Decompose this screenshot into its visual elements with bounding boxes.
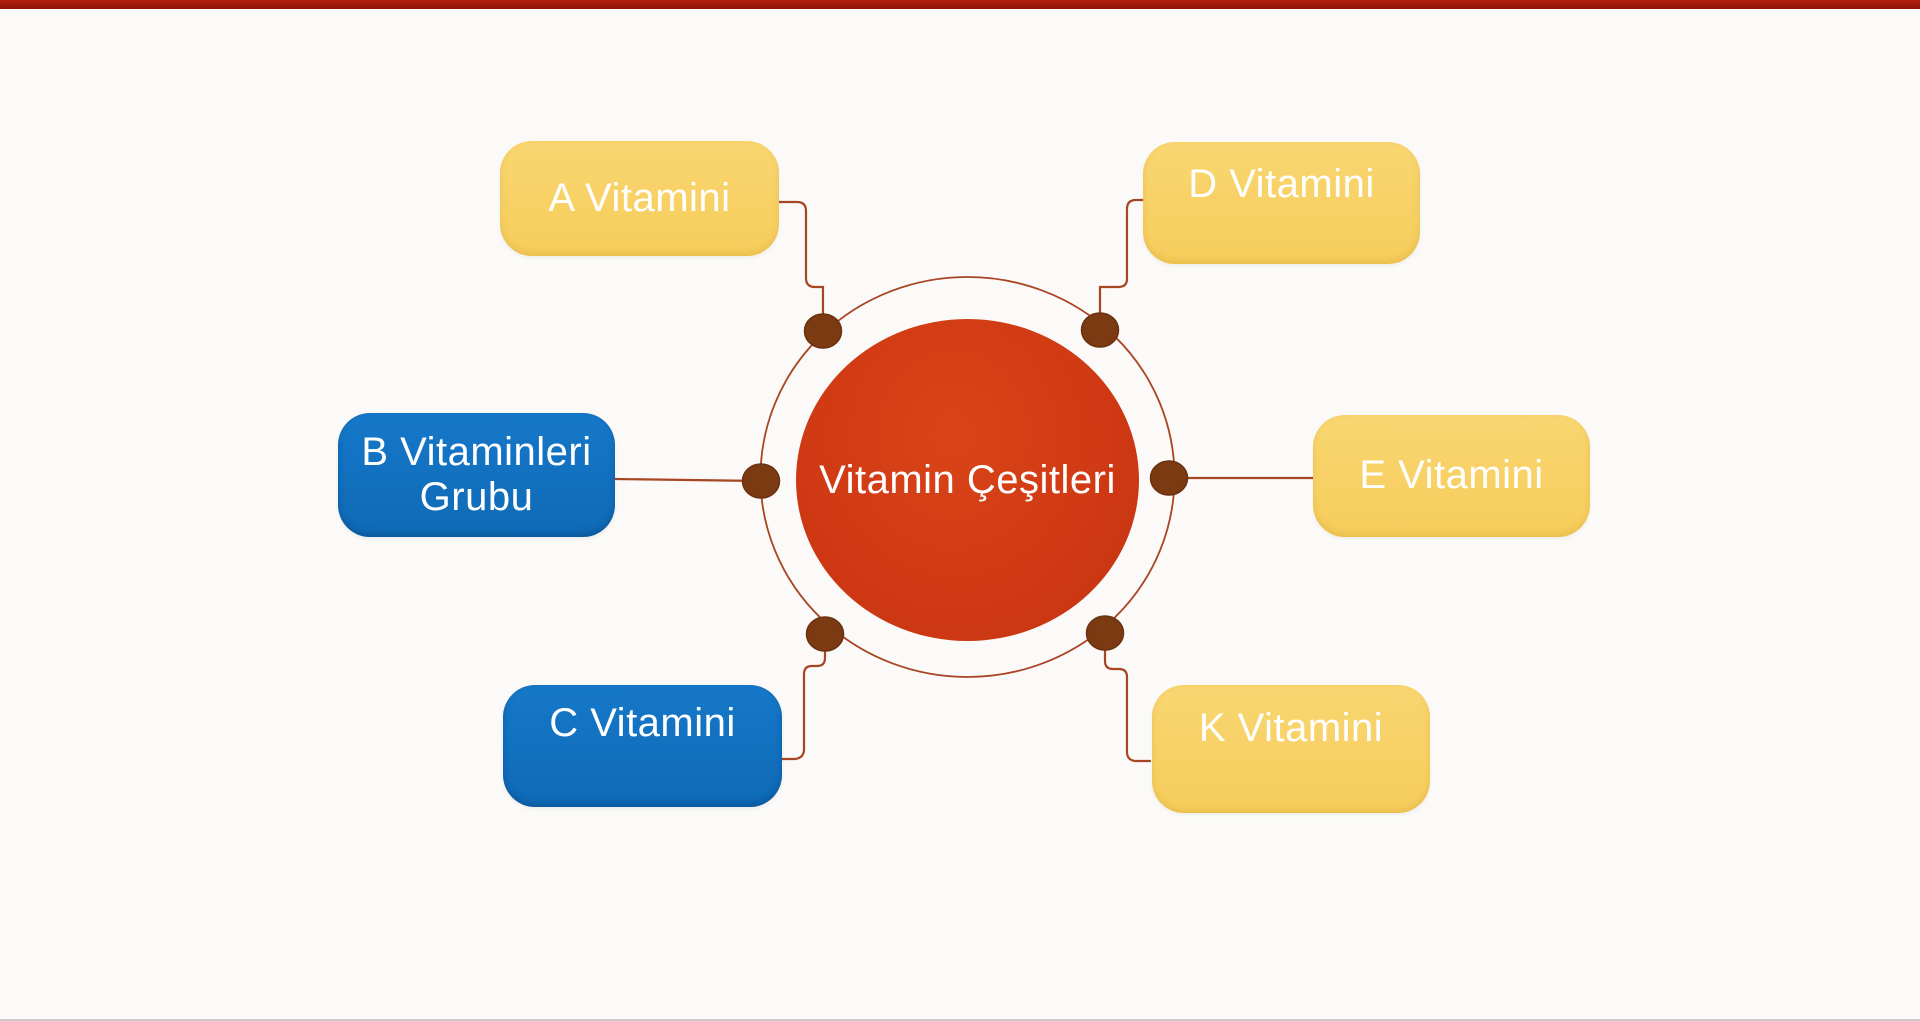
connector-c-vitamini bbox=[780, 646, 827, 761]
node-c-vitamini-label: C Vitamini bbox=[549, 701, 736, 746]
connector-d-vitamini bbox=[1098, 198, 1147, 316]
node-d-vitamini: D Vitamini bbox=[1143, 142, 1420, 264]
node-b-line1: B Vitaminleri bbox=[361, 429, 592, 474]
node-e-vitamini: E Vitamini bbox=[1313, 415, 1590, 537]
node-k-vitamini-label: K Vitamini bbox=[1198, 706, 1384, 751]
node-d-vitamini-label: D Vitamini bbox=[1188, 162, 1375, 207]
node-k-vitamini: K Vitamini bbox=[1152, 685, 1430, 813]
anchor-dot-top-right bbox=[1080, 312, 1120, 348]
bottom-edge-line bbox=[0, 1019, 1920, 1021]
center-topic-label: Vitamin Çeşitleri bbox=[819, 458, 1116, 502]
node-c-vitamini: C Vitamini bbox=[503, 685, 782, 807]
node-a-vitamini-label: A Vitamini bbox=[548, 175, 731, 220]
connector-k-vitamini bbox=[1103, 648, 1152, 763]
node-b-line2: Grubu bbox=[419, 475, 534, 519]
anchor-dot-bottom-left bbox=[805, 616, 845, 652]
node-b-vitaminleri-grubu-label: B Vitaminleri Grubu bbox=[361, 430, 591, 520]
anchor-dot-left bbox=[741, 463, 781, 499]
top-accent-bar bbox=[0, 0, 1920, 9]
node-e-vitamini-label: E Vitamini bbox=[1359, 453, 1544, 498]
node-b-vitaminleri-grubu: B Vitaminleri Grubu bbox=[338, 413, 615, 537]
anchor-dot-bottom-right bbox=[1085, 615, 1125, 651]
connector-a-vitamini bbox=[777, 200, 825, 318]
anchor-dot-top-left bbox=[803, 313, 843, 349]
node-a-vitamini: A Vitamini bbox=[500, 141, 779, 256]
anchor-dot-right bbox=[1149, 460, 1189, 496]
connector-b-vitaminleri bbox=[613, 477, 763, 483]
center-topic-circle: Vitamin Çeşitleri bbox=[796, 319, 1139, 641]
